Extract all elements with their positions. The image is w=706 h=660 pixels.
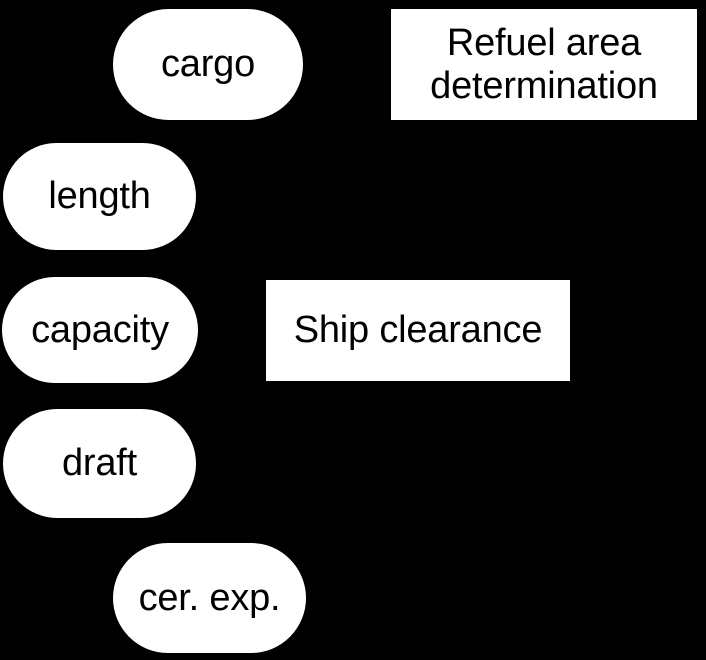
node-length[interactable]: length: [3, 143, 196, 250]
node-capacity[interactable]: capacity: [2, 277, 198, 383]
node-draft[interactable]: draft: [3, 409, 196, 518]
node-refuel-area-determination[interactable]: Refuel area determination: [391, 9, 697, 120]
node-cer-exp[interactable]: cer. exp.: [113, 543, 306, 653]
node-cargo[interactable]: cargo: [113, 9, 303, 120]
node-ship-clearance[interactable]: Ship clearance: [266, 280, 570, 381]
